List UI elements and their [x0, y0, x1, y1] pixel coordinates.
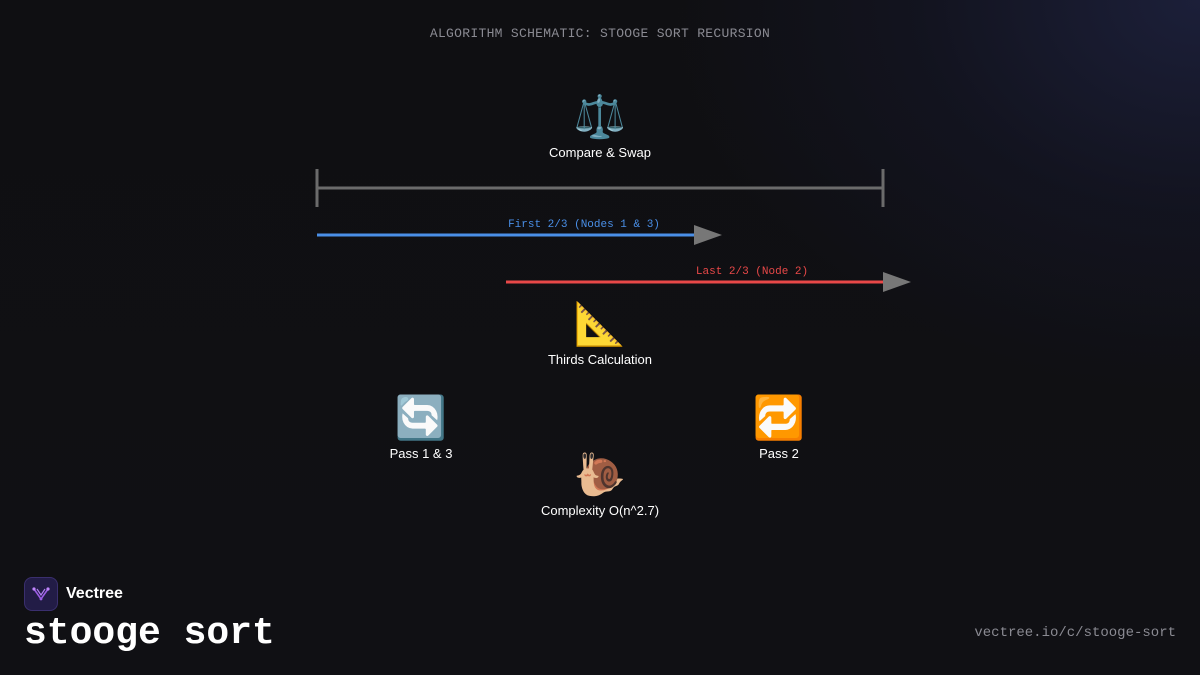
- last-two-thirds-arrow: Last 2/3 (Node 2): [506, 266, 911, 292]
- repeat-icon: 🔁: [752, 394, 806, 441]
- page-url-link[interactable]: vectree.io/c/stooge-sort: [974, 625, 1176, 641]
- triangular-ruler-icon: 📐: [573, 300, 627, 347]
- counterclockwise-arrows-icon: 🔄: [394, 394, 448, 441]
- page-title: stooge sort: [24, 612, 275, 655]
- last-two-thirds-label: Last 2/3 (Node 2): [696, 266, 808, 278]
- first-two-thirds-label: First 2/3 (Nodes 1 & 3): [508, 219, 660, 231]
- vectree-logo-icon: [24, 577, 58, 611]
- brand-name: Vectree: [66, 585, 123, 602]
- node-pass-2: 🔁 Pass 2: [679, 394, 879, 461]
- node-label-thirds-calculation: Thirds Calculation: [547, 352, 653, 367]
- node-compare-swap: ⚖️ Compare & Swap: [500, 93, 700, 160]
- node-label-pass-1-3: Pass 1 & 3: [389, 446, 453, 461]
- node-complexity: 🐌 Complexity O(n^2.7): [500, 451, 700, 518]
- node-label-compare-swap: Compare & Swap: [549, 145, 651, 160]
- node-label-complexity: Complexity O(n^2.7): [540, 503, 660, 518]
- node-thirds-calculation: 📐 Thirds Calculation: [500, 300, 700, 367]
- node-label-pass-2: Pass 2: [759, 446, 799, 461]
- node-pass-1-3: 🔄 Pass 1 & 3: [321, 394, 521, 461]
- balance-scale-icon: ⚖️: [573, 93, 627, 140]
- brand: Vectree: [24, 577, 123, 611]
- snail-icon: 🐌: [573, 451, 627, 498]
- schematic-title: ALGORITHM SCHEMATIC: STOOGE SORT RECURSI…: [429, 26, 771, 41]
- full-range-bar: [315, 169, 885, 207]
- first-two-thirds-arrow: First 2/3 (Nodes 1 & 3): [317, 219, 722, 245]
